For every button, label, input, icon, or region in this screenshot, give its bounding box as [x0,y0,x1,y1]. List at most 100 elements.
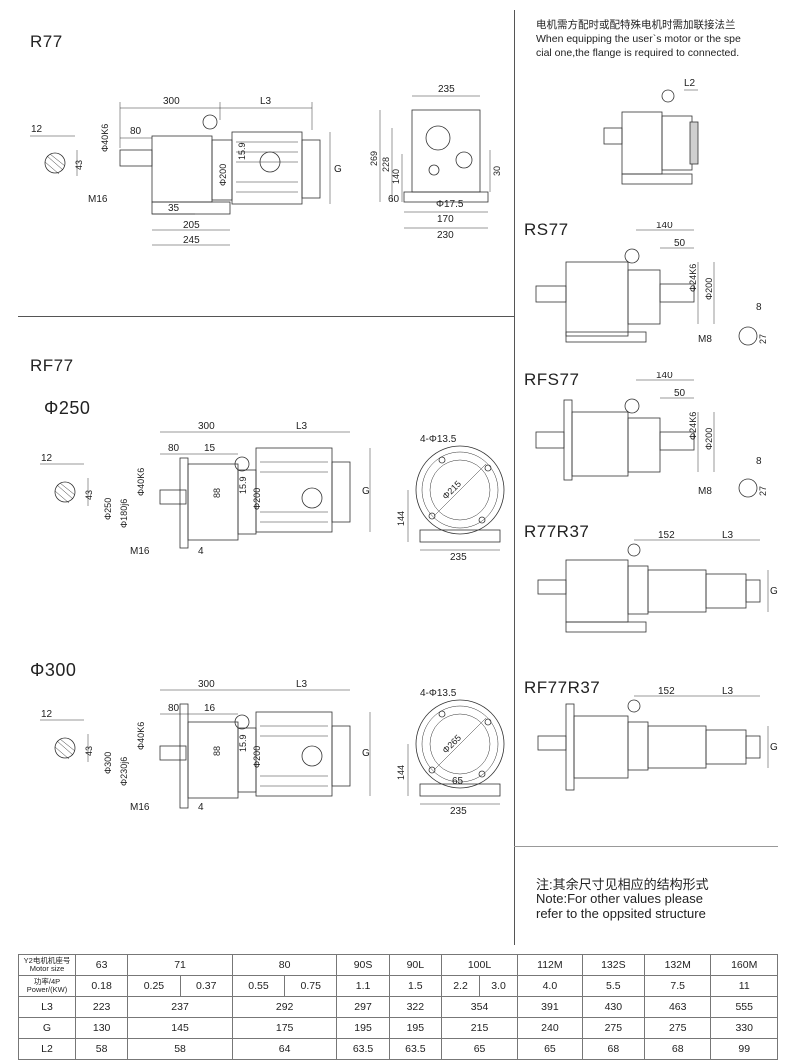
rfs77-dim-phi200: Φ200 [704,428,714,450]
r77-dim-205: 205 [183,220,200,231]
phi300-dim-m16: M16 [130,802,150,813]
rs77-dim-phi24k6: Φ24K6 [688,264,698,292]
table-cell: 112M [517,954,583,976]
section-title-rs77: RS77 [524,220,569,239]
r77-dim-12: 12 [31,124,43,135]
table-cell: 63 [74,954,129,976]
r77-dim-300: 300 [163,96,180,107]
r77-dim-35: 35 [168,203,180,214]
table-row-label: G [18,1017,76,1039]
r77-side-dim-235: 235 [438,84,455,95]
table-cell: 0.18 [74,975,129,997]
table-cell: 90S [336,954,390,976]
rfs77-drawing: 140 50 Φ24K6 Φ200 8 27 M8 [535,372,768,498]
rs77-dim-50: 50 [674,238,686,249]
table-cell: 354 [440,996,519,1018]
phi300-dim-12: 12 [41,709,53,720]
section-title-phi300: Φ300 [30,660,77,680]
phi300-dim-phi40k6: Φ40K6 [136,722,146,750]
section-title-rfs77: RFS77 [524,370,580,389]
r77r37-dim-152: 152 [658,530,675,541]
rs77-dim-27: 27 [758,334,768,344]
r77-dim-245: 245 [183,235,200,246]
table-cell: 2.2 [440,975,481,997]
r77r37-drawing: 152 L3 G [537,530,778,633]
r77-dim-phi200: Φ200 [218,164,228,186]
phi250-side-dim-holes: 4-Φ13.5 [420,434,457,445]
phi250-dim-15-9: 15.9 [238,476,248,494]
phi300-side-dim-235: 235 [450,806,467,814]
phi250-side-dim-235: 235 [450,552,467,560]
table-cell: 65 [517,1038,583,1060]
table-row-l2: L2 58 58 64 63.5 63.5 65 65 68 68 99 [18,1038,778,1060]
phi300-dim-15-9: 15.9 [238,734,248,752]
r77-side-dim-230: 230 [437,230,454,241]
table-cell: 58 [127,1038,233,1060]
phi300-dim-300: 300 [198,679,215,690]
table-cell: 160M [710,954,778,976]
table-cell: 275 [581,1017,645,1039]
table-cell: 430 [581,996,645,1018]
phi300-dim-phi230j6: Φ230j6 [119,757,129,786]
frame-vertical-divider [514,10,515,945]
table-cell: 330 [710,1017,778,1039]
rs77-dim-phi200: Φ200 [704,278,714,300]
phi300-side-dim-65: 65 [452,776,464,787]
table-row-label: L3 [18,996,76,1018]
phi250-dim-phi180j6: Φ180j6 [119,499,129,528]
table-cell: 292 [231,996,338,1018]
section-title-rf77r37: RF77R37 [524,678,601,697]
table-cell: 58 [74,1038,129,1060]
r77-dim-15-9: 15.9 [237,142,247,160]
rfs77-dim-8: 8 [756,456,762,467]
table-cell: 1.1 [336,975,390,997]
r77-dim-phi40k6: Φ40K6 [100,124,110,152]
table-cell: 297 [336,996,390,1018]
table-cell: 132M [643,954,712,976]
flange-note-en-1: When equipping the user`s motor or the s… [536,33,741,45]
bottom-note-cn: 注:其余尺寸见相应的结构形式 [536,877,709,892]
section-title-r77r37: R77R37 [524,522,590,541]
section-title-phi250: Φ250 [44,398,91,418]
phi300-dim-phi300: Φ300 [103,752,113,774]
table-cell: 223 [74,996,129,1018]
table-cell: 391 [517,996,583,1018]
phi250-dim-15: 15 [204,443,216,454]
table-cell: 237 [127,996,233,1018]
rs77-dim-m8: M8 [698,334,712,345]
table-cell: 71 [127,954,233,976]
table-cell: 7.5 [643,975,712,997]
section-title-rf77: RF77 [30,356,74,375]
table-cell: 0.37 [179,975,233,997]
phi250-front-drawing: 300 L3 80 15 12 Φ40K6 Φ180j6 Φ250 43 88 … [40,421,371,557]
phi300-dim-g: G [362,748,370,759]
section-title-r77: R77 [30,32,63,51]
table-cell: 130 [74,1017,129,1039]
phi250-side-dim-144: 144 [396,511,406,526]
rfs77-dim-phi24k6: Φ24K6 [688,412,698,440]
phi300-dim-43: 43 [84,746,94,756]
phi250-dim-phi40k6: Φ40K6 [136,468,146,496]
r77-front-drawing: 300 L3 80 12 Φ40K6 43 M16 35 205 245 Φ20… [30,96,342,246]
phi250-dim-88: 88 [212,488,222,498]
table-cell: 63.5 [336,1038,390,1060]
table-cell: 1.5 [388,975,442,997]
rfs77-dim-50: 50 [674,388,686,399]
flange-note-en-2: cial one,the flange is required to conne… [536,47,740,59]
table-cell: 215 [440,1017,519,1039]
r77-side-dim-269: 269 [369,151,379,166]
r77-dim-43: 43 [74,160,84,170]
rs77-dim-8: 8 [756,302,762,313]
rf77r37-dim-l3: L3 [722,686,734,697]
phi300-side-dim-holes: 4-Φ13.5 [420,688,457,699]
bottom-note-en-1: Note:For other values please [536,891,703,906]
rs77-dim-140: 140 [656,222,673,231]
rfs77-dim-27: 27 [758,486,768,496]
table-cell: 65 [440,1038,519,1060]
rf77r37-dim-g: G [770,742,778,753]
